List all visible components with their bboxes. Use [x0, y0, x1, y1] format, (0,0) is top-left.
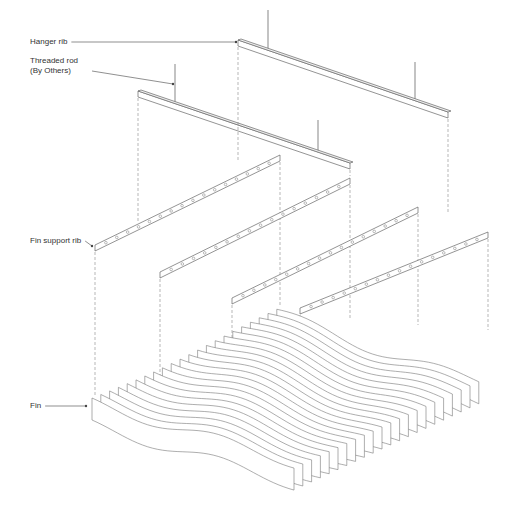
rib-hole — [270, 218, 273, 221]
rib-hole — [398, 269, 401, 272]
leader-dot — [91, 245, 93, 247]
leader-dot — [172, 83, 174, 85]
leader-line — [45, 406, 86, 407]
rib-hole — [192, 257, 195, 260]
leader-dot — [235, 41, 237, 43]
hanger-rib-top — [238, 39, 451, 112]
rib-hole — [235, 178, 238, 181]
rib-hole — [293, 207, 296, 210]
rib-hole — [203, 252, 206, 255]
threaded-rod — [415, 62, 416, 102]
rib-hole — [237, 235, 240, 238]
rib-hole — [192, 199, 195, 202]
rib-hole — [268, 162, 271, 165]
rib-hole — [315, 196, 318, 199]
rib-hole — [420, 261, 423, 264]
fin-support-rib — [300, 232, 488, 314]
part-label: Fin support rib — [30, 236, 81, 246]
rib-hole — [465, 243, 468, 246]
rib-hole — [282, 213, 285, 216]
rib-hole — [340, 246, 343, 249]
rib-hole — [226, 241, 229, 244]
rib-hole — [242, 294, 245, 297]
rib-hole — [213, 188, 216, 191]
leader-line — [85, 241, 92, 246]
leader-line — [71, 42, 236, 43]
rib-hole — [264, 284, 267, 287]
rib-hole — [310, 305, 313, 308]
rib-hole — [329, 252, 332, 255]
rib-hole — [215, 246, 218, 249]
rib-hole — [442, 252, 445, 255]
rib-hole — [257, 167, 260, 170]
rib-hole — [376, 278, 379, 281]
rib-hole — [406, 214, 409, 217]
rib-hole — [476, 238, 479, 241]
rib-hole — [170, 268, 173, 271]
rib-hole — [105, 241, 108, 244]
hanger-ribs — [138, 39, 451, 169]
leader-line — [92, 71, 173, 84]
rib-hole — [338, 185, 341, 188]
rib-hole — [454, 247, 457, 250]
threaded-rod — [268, 10, 269, 51]
threaded-rod — [175, 64, 176, 105]
part-label: Fin — [30, 401, 41, 411]
rib-hole — [181, 263, 184, 266]
rib-hole — [259, 224, 262, 227]
rib-hole — [137, 226, 140, 229]
rib-hole — [354, 287, 357, 290]
rib-hole — [181, 204, 184, 207]
rib-hole — [332, 296, 335, 299]
leader-lines — [45, 41, 237, 407]
rib-hole — [343, 292, 346, 295]
rib-hole — [203, 194, 206, 197]
rib-hole — [321, 301, 324, 304]
hanger-rib — [238, 40, 448, 118]
threaded-rods — [175, 10, 415, 154]
rib-hole — [285, 273, 288, 276]
fin-support-rib — [160, 178, 350, 278]
rib-hole — [159, 215, 162, 218]
rib-hole — [384, 225, 387, 228]
rib-hole — [387, 274, 390, 277]
rib-hole — [148, 220, 151, 223]
fin-support-ribs — [95, 155, 488, 314]
fin-array — [92, 309, 479, 490]
rib-hole — [115, 236, 118, 239]
rib-hole — [373, 230, 376, 233]
rib-hole — [431, 256, 434, 259]
threaded-rod — [318, 120, 319, 154]
rib-hole — [409, 265, 412, 268]
rib-hole — [351, 241, 354, 244]
rib-hole — [296, 268, 299, 271]
rib-hole — [274, 278, 277, 281]
fin — [92, 398, 294, 490]
rib-hole — [224, 183, 227, 186]
leader-dot — [85, 405, 87, 407]
rib-hole — [362, 235, 365, 238]
rib-hole — [253, 289, 256, 292]
rib-hole — [307, 262, 310, 265]
rib-hole — [318, 257, 321, 260]
fin-support-rib — [232, 207, 418, 304]
rib-hole — [246, 173, 249, 176]
fin-support-rib — [95, 155, 280, 251]
rib-hole — [326, 191, 329, 194]
hanger-rib-top — [138, 90, 353, 163]
part-label: Threaded rod (By Others) — [30, 56, 88, 76]
part-label: Hanger rib — [30, 37, 67, 47]
rib-hole — [248, 229, 251, 232]
rib-hole — [304, 202, 307, 205]
rib-hole — [365, 283, 368, 286]
rib-hole — [170, 210, 173, 213]
rib-hole — [395, 219, 398, 222]
rib-hole — [126, 231, 129, 234]
hanger-rib — [138, 91, 350, 169]
